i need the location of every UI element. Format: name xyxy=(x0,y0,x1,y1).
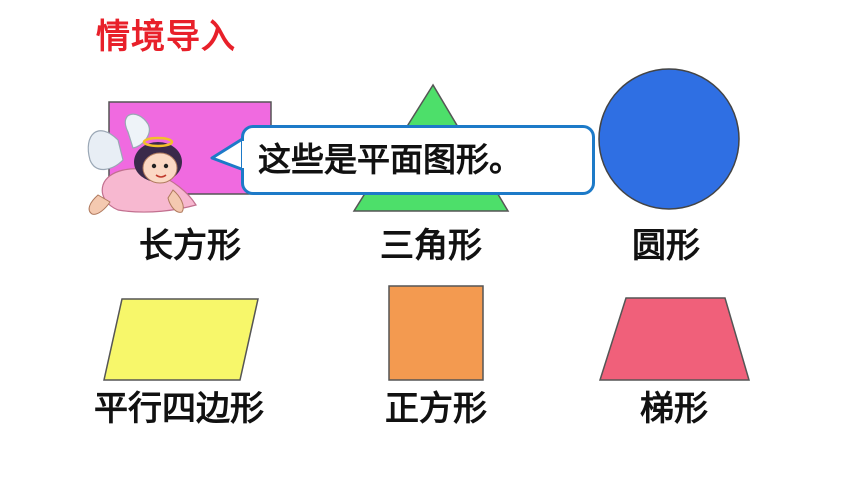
square-shape xyxy=(388,285,484,381)
bubble-seam xyxy=(242,141,248,168)
speech-bubble-text: 这些是平面图形。 xyxy=(258,140,522,179)
speech-bubble: 这些是平面图形。 xyxy=(241,125,595,195)
triangle-label: 三角形 xyxy=(380,226,482,266)
parallelogram-label: 平行四边形 xyxy=(94,389,264,429)
fairy-icon xyxy=(87,113,197,215)
rectangle-label: 长方形 xyxy=(139,226,241,266)
page-title: 情境导入 xyxy=(96,17,236,57)
trapezoid-shape xyxy=(598,297,751,381)
circle-label: 圆形 xyxy=(632,226,700,266)
parallelogram-shape xyxy=(103,298,259,381)
circle-shape xyxy=(598,68,740,210)
trapezoid-label: 梯形 xyxy=(640,389,708,429)
square-label: 正方形 xyxy=(385,389,487,429)
